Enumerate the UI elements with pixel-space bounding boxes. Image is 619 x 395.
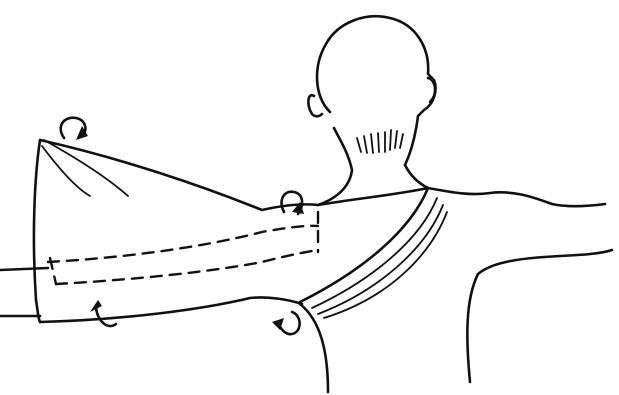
neck-right-line (318, 128, 352, 205)
rotate-arrow-icon (61, 118, 88, 140)
neck-hair-strokes (357, 130, 403, 153)
neck-left-line (405, 165, 428, 188)
rotate-arrow-icon (272, 312, 300, 334)
rotate-arrow-icon (90, 300, 116, 326)
sling-strap (300, 188, 447, 318)
forearm-hidden-upper (48, 226, 318, 262)
rotate-arrow-icon (282, 192, 304, 214)
sling-fabric-top (40, 140, 318, 210)
upper-arm-outline (467, 250, 612, 382)
sling-fabric-left-edge (34, 140, 40, 322)
forearm-hidden-lower (56, 250, 318, 284)
back-shoulder-outline (428, 188, 605, 206)
sling-fabric-fold (44, 140, 128, 196)
head-outline (317, 16, 435, 165)
sling-fabric-bottom (40, 297, 302, 322)
left-ear (428, 78, 435, 102)
strap-tail-upper (0, 268, 48, 270)
